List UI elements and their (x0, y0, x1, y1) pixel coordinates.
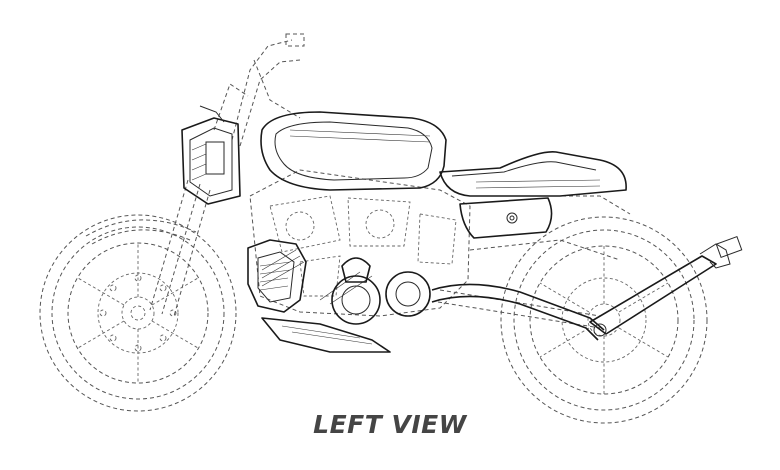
belly-pan (261, 317, 391, 353)
handlebar (213, 33, 305, 147)
front-wheel (39, 214, 237, 412)
rear-wheel (500, 216, 708, 424)
seat (439, 151, 627, 197)
radiator-shroud (247, 239, 307, 313)
swingarm (437, 195, 631, 329)
engine (249, 169, 471, 317)
exhaust-pipe (431, 236, 743, 341)
front-fork (85, 179, 211, 317)
side-cover (459, 197, 553, 239)
headlight-fairing (181, 105, 241, 205)
view-caption: LEFT VIEW (313, 410, 467, 439)
engine-covers (331, 257, 431, 325)
fuel-tank (260, 111, 447, 191)
